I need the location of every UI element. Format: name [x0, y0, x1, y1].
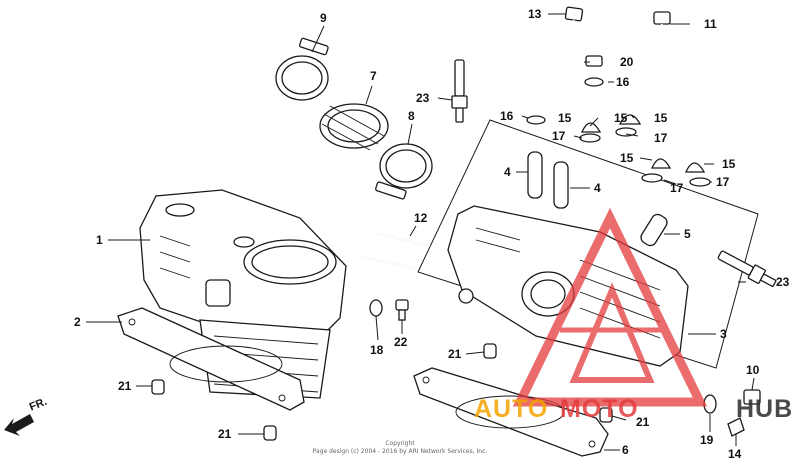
band-clamp-upper [275, 37, 329, 101]
callout-15-a: 15 [558, 111, 572, 125]
small-bolt [395, 299, 409, 321]
callout-11: 11 [704, 17, 717, 31]
leader-lines [86, 13, 755, 451]
sealing-washer [369, 299, 383, 317]
callout-21-d: 21 [636, 415, 650, 429]
callout-21-b: 21 [218, 427, 232, 441]
callout-6: 6 [622, 443, 629, 457]
stud-bolt-long [545, 6, 584, 105]
cylinder-base-gasket [117, 307, 305, 411]
callout-1: 1 [96, 233, 103, 247]
callout-17-d: 17 [716, 175, 730, 189]
callout-7: 7 [370, 69, 377, 83]
band-clamp [375, 143, 433, 200]
cap-nuts [580, 55, 706, 173]
valve-guides [527, 151, 569, 209]
callout-16-a: 16 [500, 109, 514, 123]
callout-18: 18 [370, 343, 384, 357]
callout-8: 8 [408, 109, 415, 123]
callout-15-c: 15 [620, 151, 634, 165]
callout-17-b: 17 [654, 131, 668, 145]
callout-22: 22 [394, 335, 408, 349]
cylinder-head-gasket [413, 367, 609, 457]
washers [526, 77, 711, 187]
callout-15-e: 15 [614, 111, 628, 125]
spark-plug-right [717, 250, 777, 287]
callout-20: 20 [620, 55, 634, 69]
dowels [151, 343, 613, 441]
callout-21-a: 21 [118, 379, 132, 393]
watermark-auto: AUTO [474, 395, 549, 423]
callout-23-a: 23 [416, 91, 430, 105]
intake-joint [319, 103, 389, 151]
callout-14: 14 [728, 447, 742, 461]
callout-5: 5 [684, 227, 691, 241]
insulator [640, 213, 668, 247]
callout-2: 2 [74, 315, 81, 329]
watermark-moto: MOTO [560, 395, 639, 423]
copyright-title: Copyright [385, 440, 415, 447]
sensor-plug [703, 389, 761, 437]
copyright-notice: Page design (c) 2004 - 2016 by ARI Netwo… [312, 448, 488, 455]
head-assembly-outline [417, 119, 759, 369]
callout-17-a: 17 [552, 129, 566, 143]
callout-21-c: 21 [448, 347, 462, 361]
callout-12: 12 [414, 211, 428, 225]
callout-16-b: 16 [616, 75, 630, 89]
spark-plug-left [451, 59, 468, 123]
callout-13: 13 [528, 7, 542, 21]
callout-9: 9 [320, 11, 327, 25]
front-direction-arrow [4, 414, 34, 436]
stud-pins [357, 233, 431, 269]
callout-17-c: 17 [670, 181, 684, 195]
callout-4-left: 4 [504, 165, 511, 179]
callout-4-right: 4 [594, 181, 601, 195]
callout-15-d: 15 [722, 157, 736, 171]
watermark-hub: HUB [736, 395, 794, 423]
callout-10: 10 [746, 363, 760, 377]
flange-bolt [653, 11, 671, 63]
watermark-logo [512, 207, 708, 407]
callout-19: 19 [700, 433, 714, 447]
callout-23-b: 23 [776, 275, 790, 289]
callout-3: 3 [720, 327, 727, 341]
callout-15-b: 15 [654, 111, 668, 125]
